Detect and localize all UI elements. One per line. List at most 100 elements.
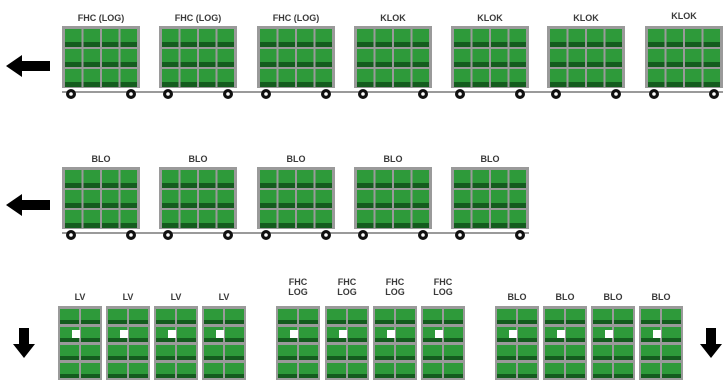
rack xyxy=(106,306,150,380)
bin-shade xyxy=(375,82,392,87)
bin-shade xyxy=(327,338,346,342)
rack xyxy=(276,306,320,380)
bin-shade xyxy=(685,42,702,47)
bin-shade xyxy=(102,223,119,228)
bin-shade xyxy=(120,62,137,67)
bin-shade xyxy=(423,374,442,378)
bin-shade xyxy=(102,203,119,208)
bin-shade xyxy=(260,62,277,67)
bin-shade xyxy=(614,374,633,378)
bin-shade xyxy=(412,203,429,208)
bin-shade xyxy=(65,62,82,67)
bin-shade xyxy=(518,356,537,360)
bin-shade xyxy=(348,356,367,360)
bin-shade xyxy=(375,320,394,324)
bin-shade xyxy=(129,374,148,378)
bin-shade xyxy=(509,183,526,188)
bin-shade xyxy=(666,82,683,87)
bin-shade xyxy=(662,374,681,378)
bin-shade xyxy=(375,356,394,360)
bin-shade xyxy=(491,203,508,208)
bin-shade xyxy=(396,320,415,324)
bin-shade xyxy=(566,374,585,378)
rack-marker xyxy=(435,330,443,338)
bin-shade xyxy=(593,356,612,360)
rack xyxy=(325,306,369,380)
bin-shade xyxy=(162,183,179,188)
bin-shade xyxy=(60,320,79,324)
bin-shade xyxy=(156,338,175,342)
bin-shade xyxy=(156,356,175,360)
rack xyxy=(154,306,198,380)
cart-label: BLO xyxy=(480,154,500,164)
bin-shade xyxy=(648,42,665,47)
bin-shade xyxy=(394,223,411,228)
bin-shade xyxy=(509,42,526,47)
rack-label-line2: LOG xyxy=(433,287,453,297)
rack-label: LV xyxy=(122,292,134,302)
cart xyxy=(354,26,432,99)
bin-shade xyxy=(297,82,314,87)
bin-shade xyxy=(315,223,332,228)
bin-shade xyxy=(199,203,216,208)
direction-arrows xyxy=(6,55,722,358)
rack xyxy=(202,306,246,380)
cart-label: KLOK xyxy=(477,13,503,23)
rack-marker xyxy=(72,330,80,338)
bin-shade xyxy=(65,223,82,228)
rack-marker xyxy=(168,330,176,338)
bin-shade xyxy=(454,223,471,228)
bin-shade xyxy=(394,42,411,47)
bin-shade xyxy=(260,42,277,47)
cart xyxy=(354,167,432,240)
bin-shade xyxy=(217,203,234,208)
bin-shade xyxy=(593,374,612,378)
bin-shade xyxy=(545,320,564,324)
bin-shade xyxy=(199,42,216,47)
bin-shade xyxy=(129,320,148,324)
cart-label: FHC (LOG) xyxy=(77,13,125,23)
bin-shade xyxy=(357,42,374,47)
bin-shade xyxy=(60,338,79,342)
wheel-hub xyxy=(712,92,716,96)
bin-shade xyxy=(225,320,244,324)
wheel-hub xyxy=(69,92,73,96)
bin-shade xyxy=(593,320,612,324)
bin-shade xyxy=(260,223,277,228)
cart-row-2 xyxy=(62,167,529,240)
bin-shade xyxy=(225,338,244,342)
bin-shade xyxy=(278,82,295,87)
bin-shade xyxy=(605,82,622,87)
wheel-hub xyxy=(226,233,230,237)
cart-label: FHC (LOG) xyxy=(174,13,222,23)
cart xyxy=(451,26,529,99)
bin-shade xyxy=(587,42,604,47)
bin-shade xyxy=(156,320,175,324)
bin-shade xyxy=(327,356,346,360)
bin-shade xyxy=(348,320,367,324)
bin-shade xyxy=(81,374,100,378)
cart-label: BLO xyxy=(91,154,111,164)
bin-shade xyxy=(662,356,681,360)
bin-shade xyxy=(120,203,137,208)
bin-shade xyxy=(472,183,489,188)
bin-shade xyxy=(550,82,567,87)
rack-label-line2: LOG xyxy=(337,287,357,297)
bin-shade xyxy=(108,374,127,378)
wheel-hub xyxy=(518,92,522,96)
bin-shade xyxy=(472,82,489,87)
wheel-hub xyxy=(166,233,170,237)
bin-shade xyxy=(315,82,332,87)
cart xyxy=(62,167,140,240)
bin-shade xyxy=(65,82,82,87)
bin-shade xyxy=(703,82,720,87)
bin-shade xyxy=(297,42,314,47)
bin-shade xyxy=(491,82,508,87)
bin-shade xyxy=(177,320,196,324)
bin-shade xyxy=(394,82,411,87)
bin-shade xyxy=(375,223,392,228)
bin-shade xyxy=(297,62,314,67)
bin-shade xyxy=(299,320,318,324)
rack-marker xyxy=(387,330,395,338)
